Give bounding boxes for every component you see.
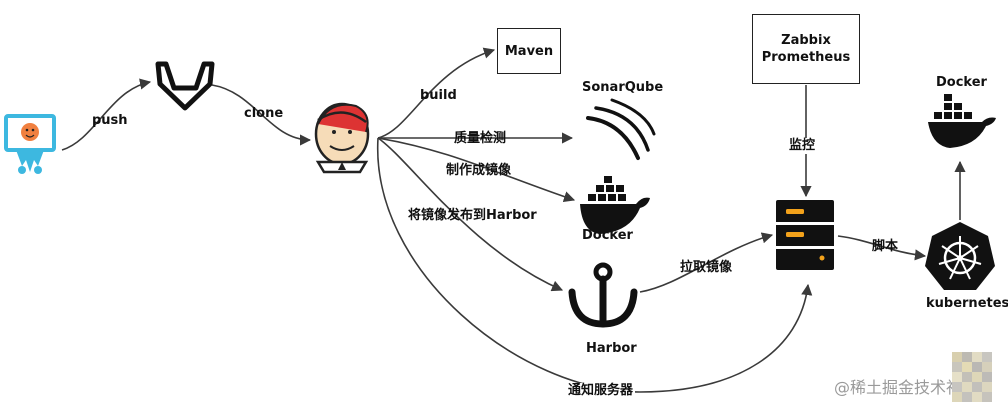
- label-harbor: Harbor: [586, 341, 637, 356]
- developer-at-computer-icon: [4, 114, 56, 174]
- sonarqube-icon: [586, 98, 656, 160]
- label-script: 脚本: [872, 239, 899, 254]
- label-notify-server: 通知服务器: [566, 383, 636, 399]
- gitlab-icon: [155, 61, 215, 111]
- docker-whale-icon: [580, 176, 650, 234]
- label-make-image: 制作成镜像: [446, 163, 512, 178]
- maven-box: Maven: [497, 28, 561, 74]
- jenkins-icon: [314, 102, 370, 174]
- label-docker-right: Docker: [936, 75, 987, 90]
- server-icon: [776, 200, 834, 270]
- edge-pull-image: [639, 232, 774, 293]
- monitoring-box-line2: Prometheus: [761, 50, 851, 65]
- harbor-anchor-icon: [568, 262, 638, 328]
- watermark: @稀土掘金技术社区: [834, 378, 979, 397]
- edge-make-image: [377, 137, 576, 203]
- monitoring-box-line1: Zabbix: [781, 33, 831, 48]
- label-monitor: 监控: [789, 138, 816, 154]
- label-sonarqube: SonarQube: [582, 80, 664, 95]
- edge-build-maven: [377, 47, 496, 139]
- label-quality-check: 质量检测: [454, 131, 507, 146]
- label-kubernetes: kubernetes: [926, 296, 1008, 311]
- label-publish-harbor: 将镜像发布到Harbor: [408, 208, 537, 223]
- kubernetes-icon: [925, 222, 995, 290]
- docker-whale-icon-right: [928, 94, 996, 148]
- monitoring-box: Zabbix Prometheus: [752, 14, 860, 84]
- label-pull-image: 拉取镜像: [680, 260, 733, 275]
- label-docker-center: Docker: [582, 228, 633, 243]
- edge-script: [837, 235, 927, 261]
- watermark-mosaic: [952, 352, 1000, 406]
- label-build: build: [420, 88, 457, 103]
- edge-clone: [211, 84, 312, 146]
- edge-push: [61, 78, 152, 151]
- label-clone: clone: [244, 106, 284, 121]
- label-push: push: [92, 113, 128, 128]
- edge-publish-harbor: [377, 137, 564, 292]
